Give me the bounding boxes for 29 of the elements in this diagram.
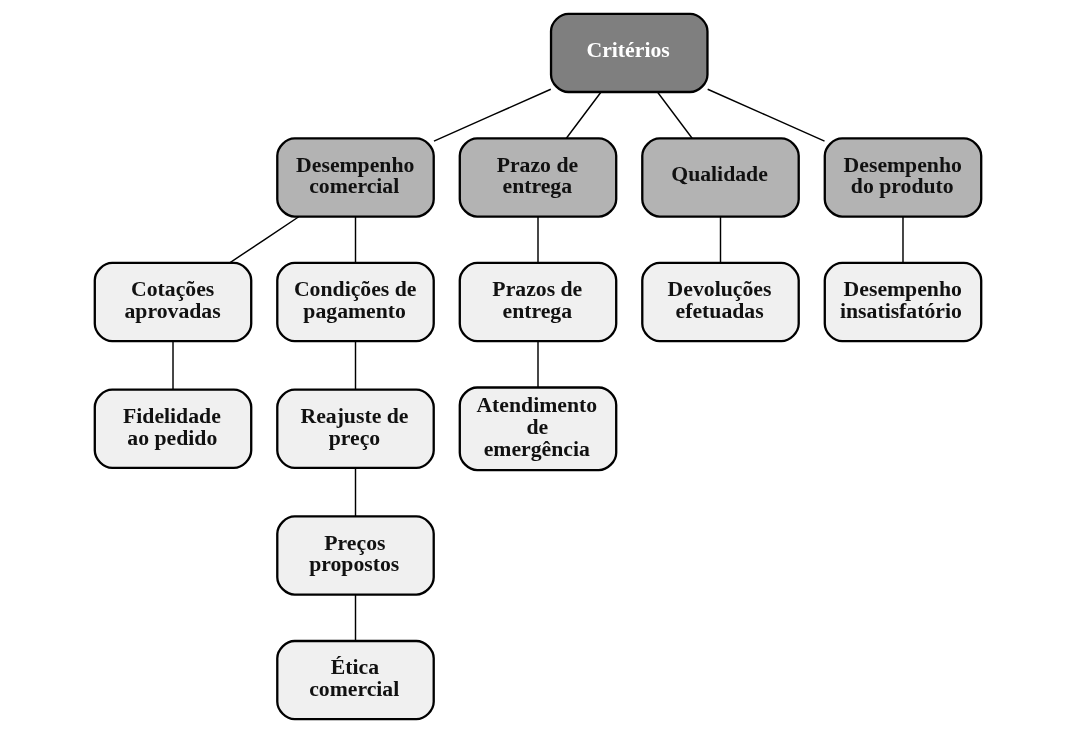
node-box: Ética comercial — [276, 639, 435, 721]
node-box: Reajuste de preço — [276, 388, 435, 470]
node-box: Fidelidade ao pedido — [93, 388, 253, 470]
node-box: Qualidade — [641, 137, 800, 218]
connector — [537, 340, 539, 388]
connector — [565, 91, 602, 139]
node-box: Atendimento de emergência — [458, 386, 618, 472]
node-box: Critérios — [549, 12, 709, 94]
node-box: Preços propostos — [276, 515, 435, 596]
connector — [706, 88, 826, 142]
connector — [354, 216, 357, 264]
connector — [354, 340, 357, 391]
connector — [433, 88, 552, 142]
connector — [229, 216, 300, 264]
connector — [902, 216, 904, 264]
node-box: Desempenho comercial — [276, 137, 435, 218]
connector — [354, 594, 357, 642]
node-box: Prazo de entrega — [458, 137, 618, 218]
node-box: Cotações aprovadas — [93, 261, 253, 343]
node-box: Devoluções efetuadas — [641, 261, 800, 343]
connector — [719, 216, 722, 264]
node-box: Condições de pagamento — [276, 261, 435, 343]
node-box: Prazos de entrega — [458, 261, 618, 343]
connector — [537, 216, 539, 264]
connector — [354, 467, 357, 517]
connector — [656, 91, 693, 139]
node-box: Desempenho do produto — [823, 137, 983, 218]
node-box: Desempenho insatisfatório — [823, 261, 983, 343]
connector — [172, 340, 174, 391]
